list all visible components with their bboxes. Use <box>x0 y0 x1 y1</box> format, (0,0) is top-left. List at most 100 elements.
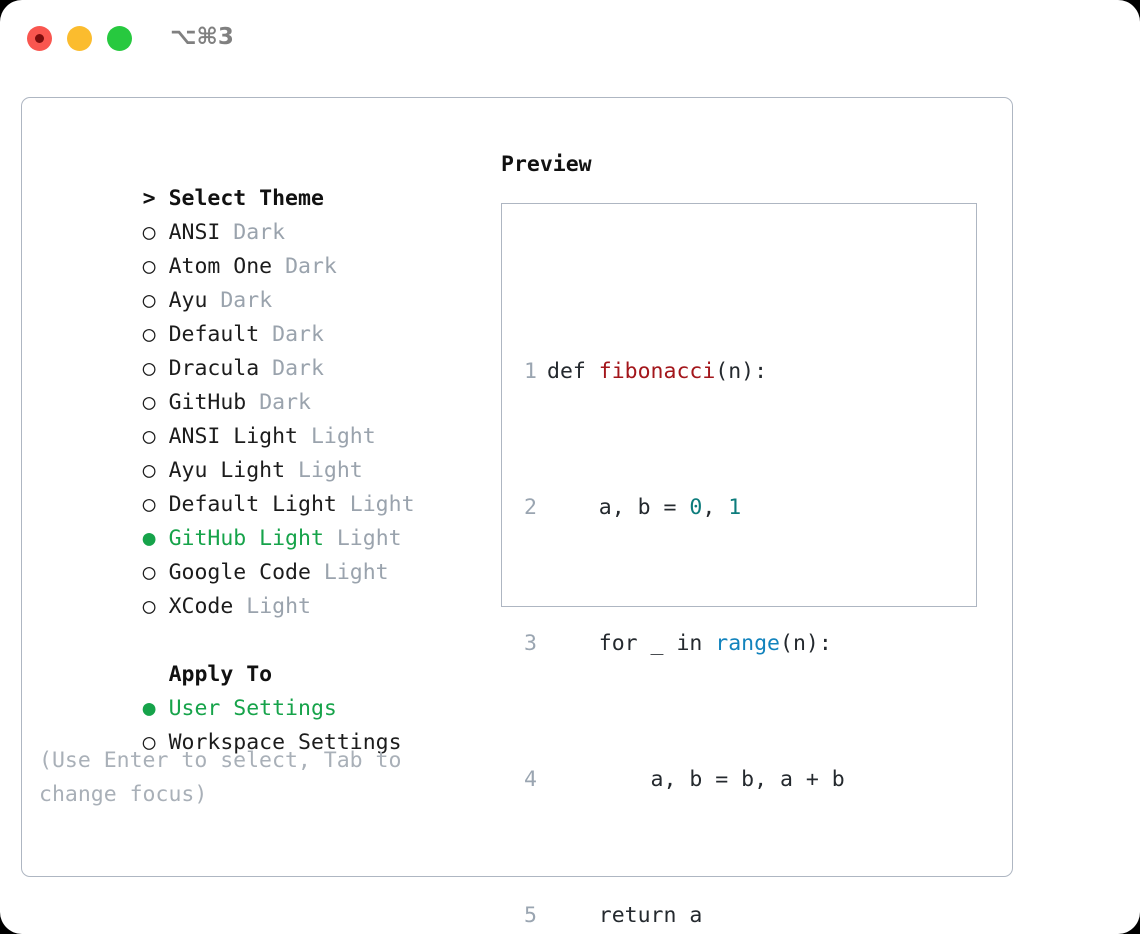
theme-variant-label: Dark <box>259 390 311 415</box>
theme-variant <box>324 526 337 551</box>
code-token-builtin: range <box>715 631 781 656</box>
radio-off-icon: ○ <box>142 356 156 381</box>
radio-on-icon: ● <box>142 696 156 721</box>
theme-variant-label: Light <box>298 458 363 483</box>
code-line: 1 def fibonacci(n): <box>523 355 884 389</box>
radio-off-icon: ○ <box>142 492 156 517</box>
theme-list-item[interactable]: ○ Default Dark <box>39 284 479 347</box>
theme-list-item[interactable]: ○ Dracula Dark <box>39 318 479 381</box>
radio-off-icon: ○ <box>142 560 156 585</box>
theme-variant <box>233 594 246 619</box>
theme-name: ANSI <box>168 220 221 245</box>
radio-off-icon: ○ <box>142 254 156 279</box>
theme-variant-label: Dark <box>272 322 324 347</box>
theme-variant-label: Light <box>349 492 415 517</box>
code-token: def <box>547 359 599 384</box>
code-token: (n): <box>715 359 768 384</box>
apply-to-title: Apply To <box>168 662 273 687</box>
code-token-number: 0 <box>689 495 703 520</box>
line-number: 5 <box>524 903 537 928</box>
theme-variant <box>272 254 285 279</box>
theme-variant-label: Dark <box>272 356 324 381</box>
caret-icon: > <box>142 186 156 211</box>
radio-off-icon: ○ <box>142 594 156 619</box>
code-token: (n): <box>780 631 832 656</box>
radio-off-icon: ○ <box>142 390 156 415</box>
theme-variant-label: Light <box>246 594 311 619</box>
code-token-function: fibonacci <box>598 359 716 384</box>
theme-list-item[interactable]: ○ XCode Light <box>39 556 479 619</box>
code-token: , <box>702 495 729 520</box>
maximize-button[interactable] <box>107 26 132 51</box>
radio-off-icon: ○ <box>142 288 156 313</box>
theme-variant <box>337 492 350 517</box>
theme-variant <box>298 424 311 449</box>
theme-name: GitHub Light <box>168 526 324 551</box>
theme-list-item[interactable]: ○ ANSI Dark <box>39 182 479 245</box>
theme-variant <box>285 458 298 483</box>
code-line: 2 a, b = 0, 1 <box>523 491 884 525</box>
theme-variant <box>246 390 259 415</box>
theme-name: Default <box>168 322 260 347</box>
apply-to-option-workspace-settings[interactable]: ○ Workspace Settings <box>39 692 479 755</box>
theme-variant <box>311 560 324 585</box>
theme-variant-label: Light <box>310 424 376 449</box>
code-line: 3 for _ in range(n): <box>523 627 884 661</box>
theme-variant <box>259 356 272 381</box>
theme-list-item[interactable]: ○ GitHub Dark <box>39 352 479 415</box>
record-indicator-icon <box>35 34 44 43</box>
theme-name: Google Code <box>168 560 311 585</box>
theme-name: Ayu Light <box>168 458 286 483</box>
code-token-number: 1 <box>728 495 742 520</box>
title-bar: ⌥⌘3 <box>0 0 1140 78</box>
theme-variant <box>259 322 272 347</box>
line-number: 1 <box>524 359 537 384</box>
radio-off-icon: ○ <box>142 424 156 449</box>
theme-variant-label: Dark <box>233 220 286 245</box>
theme-list-item[interactable]: ○ Default Light Light <box>39 454 479 517</box>
theme-variant <box>207 288 220 313</box>
code-line: 5 return a <box>523 899 884 933</box>
theme-name: Default Light <box>168 492 337 517</box>
theme-list-item[interactable]: ○ Ayu Light Light <box>39 420 479 483</box>
select-theme-header: > Select Theme <box>39 148 479 211</box>
apply-to-option-user-settings[interactable]: ● User Settings <box>39 658 479 721</box>
theme-name: Atom One <box>168 254 273 279</box>
theme-variant-label: Light <box>336 526 402 551</box>
preview-title: Preview <box>501 152 592 177</box>
theme-list-item[interactable]: ○ANSI Light Light <box>39 386 479 449</box>
line-number: 4 <box>524 767 537 792</box>
theme-name: Dracula <box>168 356 260 381</box>
code-line: 4 a, b = b, a + b <box>523 763 884 797</box>
code-token: a, b = <box>547 495 690 520</box>
apply-to-option-label: User Settings <box>168 696 337 721</box>
theme-list-item[interactable]: ○ Ayu Dark <box>39 250 479 313</box>
code-token: return a <box>547 903 703 928</box>
main-panel: >Select Theme ○ANSI Dark ○Atom One Dark … <box>21 97 1013 928</box>
theme-variant-label: Dark <box>285 254 337 279</box>
close-button[interactable] <box>27 26 52 51</box>
minimize-button[interactable] <box>67 26 92 51</box>
marker-placeholder: ○ <box>143 658 169 692</box>
theme-name: GitHub <box>168 390 247 415</box>
theme-list-item[interactable]: ○ Atom One Dark <box>39 216 479 279</box>
theme-variant <box>220 220 233 245</box>
line-number: 2 <box>524 495 537 520</box>
code-token: for _ in <box>547 631 716 656</box>
radio-off-icon: ○ <box>142 458 156 483</box>
theme-name: Ayu <box>168 288 208 313</box>
radio-off-icon: ○ <box>142 220 156 245</box>
radio-on-icon: ● <box>142 526 156 551</box>
theme-variant-label: Dark <box>220 288 273 313</box>
radio-off-icon: ○ <box>142 730 156 755</box>
theme-variant-label: Light <box>323 560 389 585</box>
theme-list-item[interactable]: ○ Google Code Light <box>39 522 479 585</box>
theme-list-item-selected[interactable]: ● GitHub Light Light <box>39 488 479 551</box>
keyboard-shortcut-label: ⌥⌘3 <box>170 24 234 50</box>
theme-selector-column: >Select Theme ○ANSI Dark ○Atom One Dark … <box>39 148 479 812</box>
theme-name: XCode <box>168 594 234 619</box>
apply-to-option-label: Workspace Settings <box>168 730 402 755</box>
select-theme-title: Select Theme <box>168 186 324 211</box>
